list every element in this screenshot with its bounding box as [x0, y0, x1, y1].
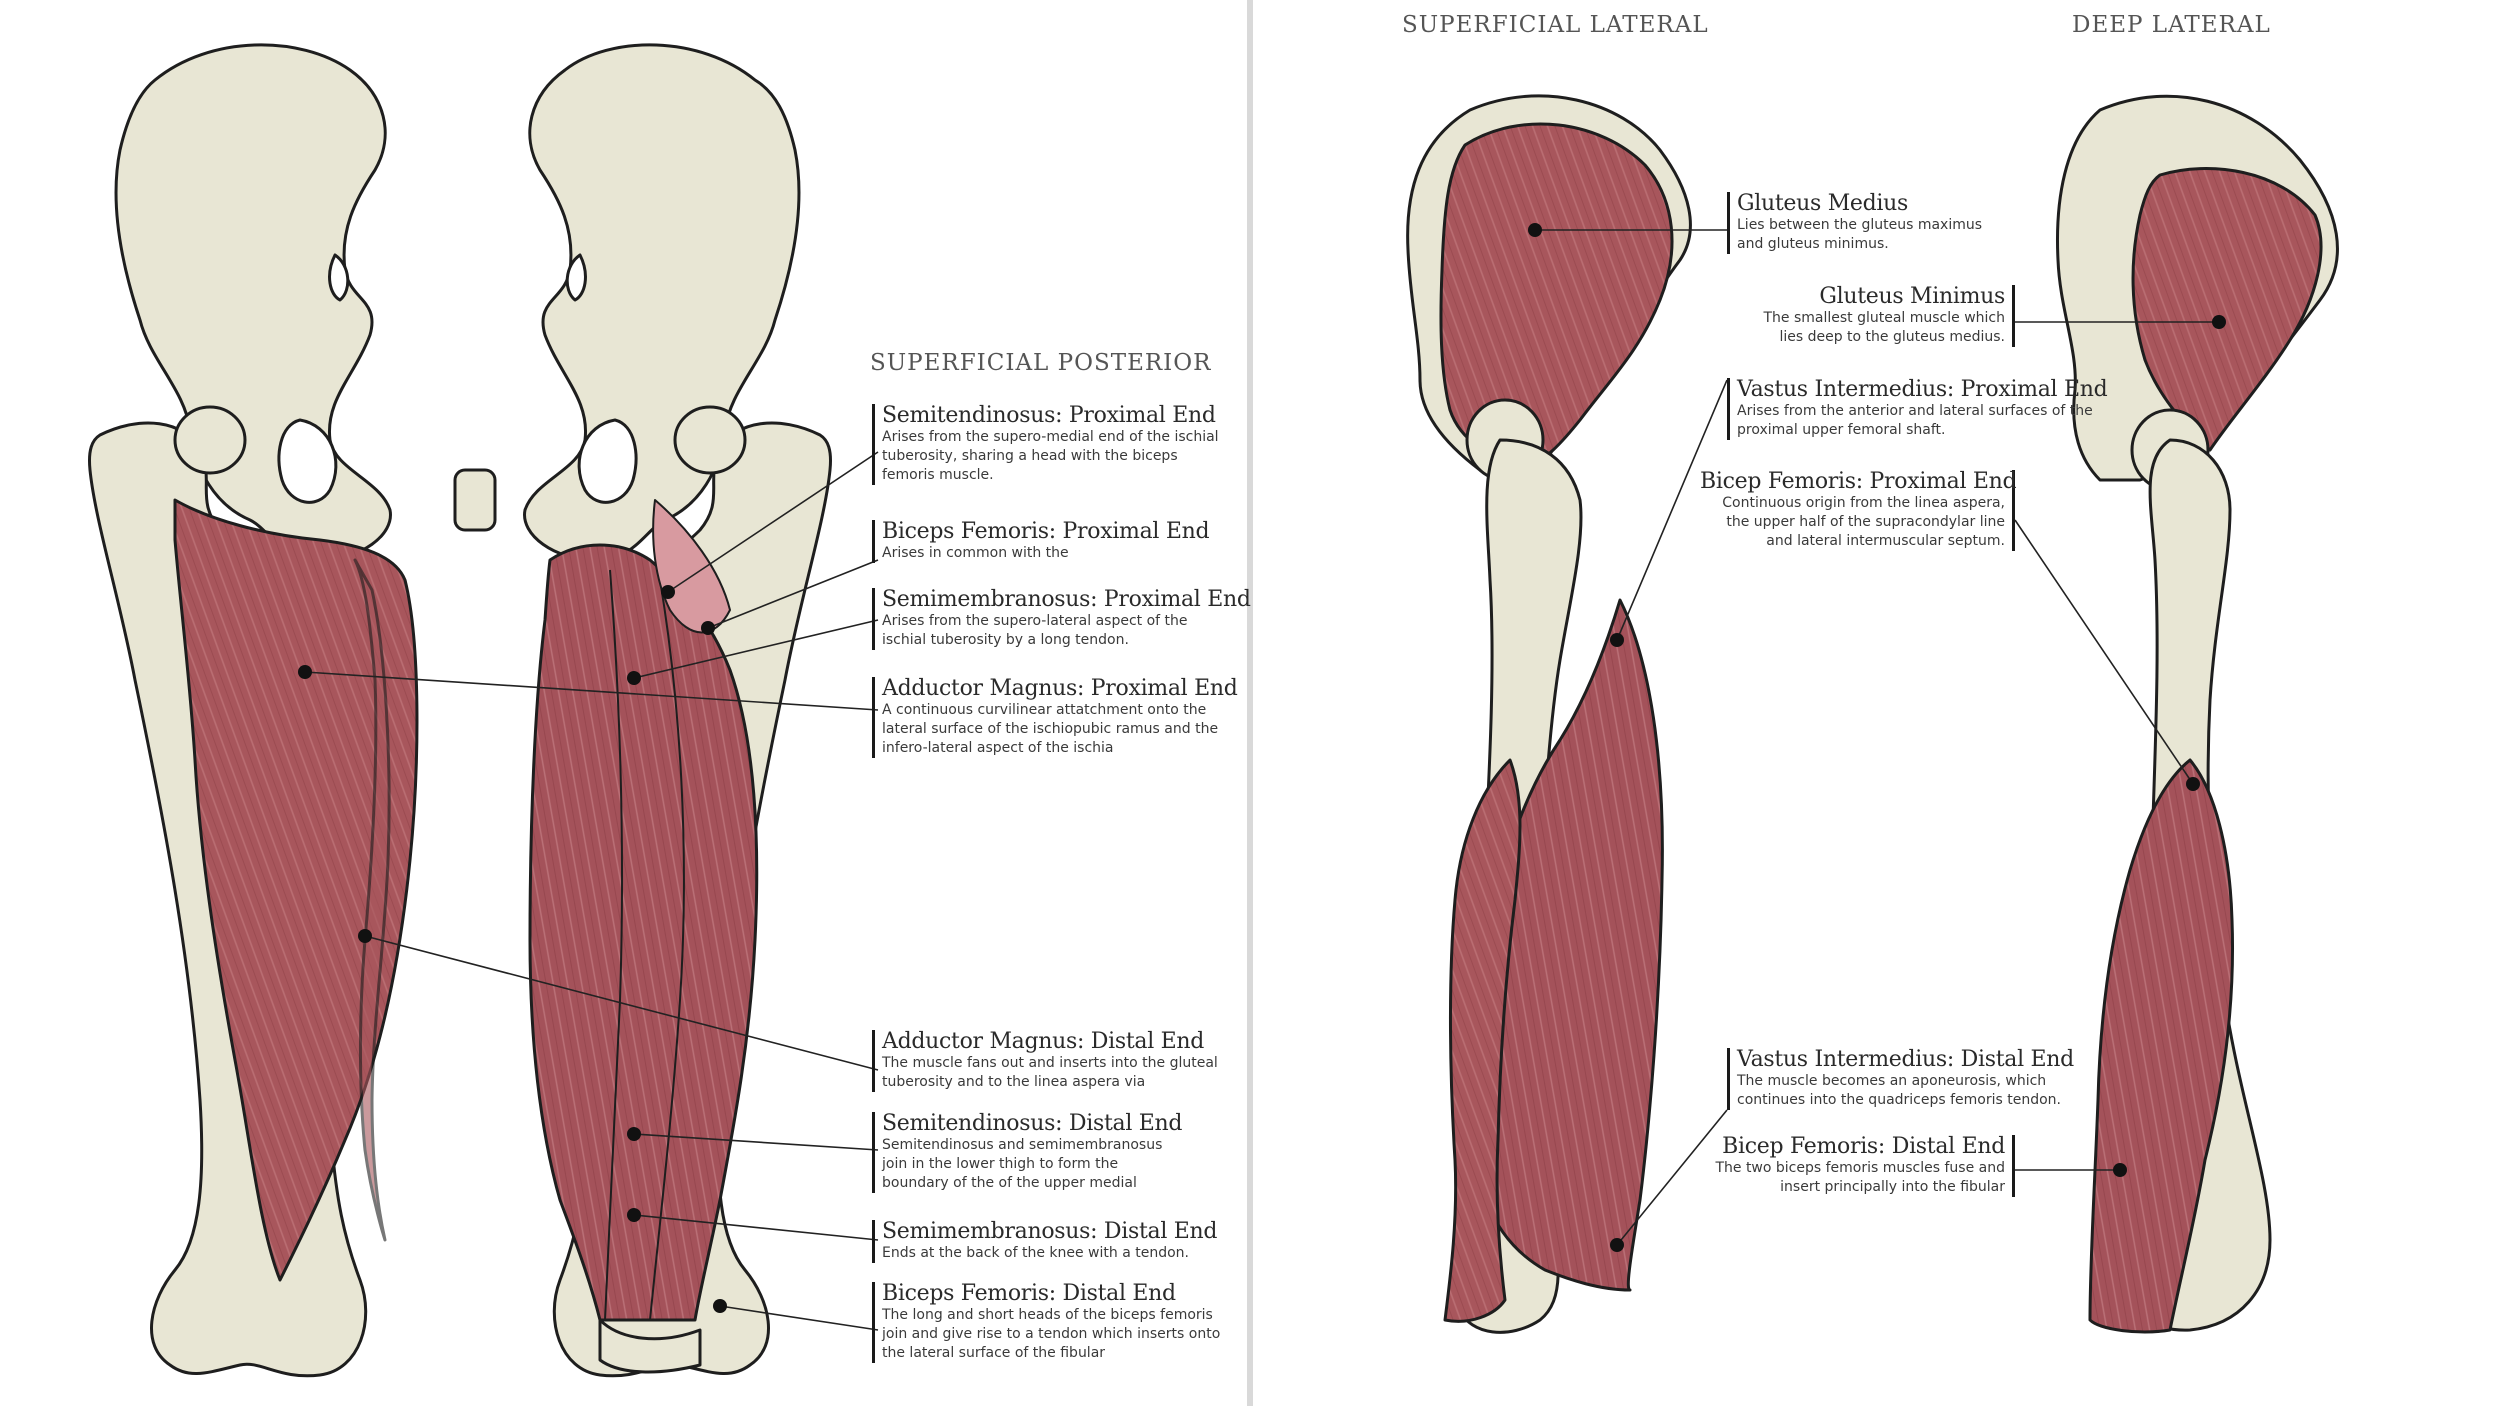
- label-semimembranosus-distal: Semimembranosus: Distal End Ends at the …: [872, 1220, 1242, 1263]
- label-name: Semimembranosus: Proximal End: [882, 588, 1232, 612]
- heading-superficial-lateral: SUPERFICIAL LATERAL: [1402, 12, 1709, 38]
- label-desc: Semitendinosus and semimembranosus join …: [882, 1136, 1182, 1193]
- label-desc: Arises from the supero-lateral aspect of…: [882, 612, 1232, 650]
- label-desc: Lies between the gluteus maximus and glu…: [1737, 216, 1997, 254]
- pubic-symphysis: [455, 470, 495, 530]
- label-biceps-femoris-proximal: Biceps Femoris: Proximal End Arises in c…: [872, 520, 1232, 563]
- label-desc: Continuous origin from the linea aspera,…: [1700, 494, 2005, 551]
- label-name: Vastus Intermedius: Proximal End: [1737, 378, 2117, 402]
- label-desc: The muscle becomes an aponeurosis, which…: [1737, 1072, 2117, 1110]
- label-semitendinosus-distal: Semitendinosus: Distal End Semitendinosu…: [872, 1112, 1182, 1193]
- label-name: Bicep Femoris: Proximal End: [1700, 470, 2005, 494]
- label-semitendinosus-proximal: Semitendinosus: Proximal End Arises from…: [872, 404, 1232, 485]
- heading-superficial-posterior: SUPERFICIAL POSTERIOR: [870, 350, 1211, 376]
- heading-deep-lateral: DEEP LATERAL: [2072, 12, 2271, 38]
- label-desc: Arises from the anterior and lateral sur…: [1737, 402, 2117, 440]
- label-name: Semimembranosus: Distal End: [882, 1220, 1242, 1244]
- label-adductor-magnus-proximal: Adductor Magnus: Proximal End A continuo…: [872, 677, 1232, 758]
- label-adductor-magnus-distal: Adductor Magnus: Distal End The muscle f…: [872, 1030, 1232, 1092]
- label-bicep-femoris-proximal: Bicep Femoris: Proximal End Continuous o…: [1700, 470, 2015, 551]
- posterior-view: [89, 45, 830, 1376]
- superficial-lateral-view: [1408, 96, 1691, 1332]
- label-vastus-intermedius-distal: Vastus Intermedius: Distal End The muscl…: [1727, 1048, 2117, 1110]
- label-name: Semitendinosus: Proximal End: [882, 404, 1232, 428]
- label-desc: The two biceps femoris muscles fuse and …: [1710, 1159, 2005, 1197]
- label-desc: Arises from the supero-medial end of the…: [882, 428, 1232, 485]
- label-desc: Ends at the back of the knee with a tend…: [882, 1244, 1242, 1263]
- label-name: Vastus Intermedius: Distal End: [1737, 1048, 2117, 1072]
- label-name: Biceps Femoris: Distal End: [882, 1282, 1232, 1306]
- label-name: Adductor Magnus: Proximal End: [882, 677, 1232, 701]
- label-desc: A continuous curvilinear attatchment ont…: [882, 701, 1232, 758]
- page-divider: [1247, 0, 1253, 1406]
- label-name: Gluteus Minimus: [1745, 285, 2005, 309]
- label-name: Bicep Femoris: Distal End: [1710, 1135, 2005, 1159]
- label-desc: The long and short heads of the biceps f…: [882, 1306, 1232, 1363]
- label-vastus-intermedius-proximal: Vastus Intermedius: Proximal End Arises …: [1727, 378, 2117, 440]
- label-name: Semitendinosus: Distal End: [882, 1112, 1182, 1136]
- label-name: Biceps Femoris: Proximal End: [882, 520, 1232, 544]
- label-biceps-femoris-distal: Biceps Femoris: Distal End The long and …: [872, 1282, 1232, 1363]
- label-desc: The muscle fans out and inserts into the…: [882, 1054, 1232, 1092]
- label-name: Gluteus Medius: [1737, 192, 1997, 216]
- right-femoral-head: [675, 407, 745, 473]
- label-gluteus-minimus: Gluteus Minimus The smallest gluteal mus…: [1745, 285, 2015, 347]
- left-femoral-head: [175, 407, 245, 473]
- label-gluteus-medius: Gluteus Medius Lies between the gluteus …: [1727, 192, 1997, 254]
- label-desc: The smallest gluteal muscle which lies d…: [1745, 309, 2005, 347]
- label-name: Adductor Magnus: Distal End: [882, 1030, 1232, 1054]
- label-bicep-femoris-distal: Bicep Femoris: Distal End The two biceps…: [1710, 1135, 2015, 1197]
- label-desc: Arises in common with the: [882, 544, 1232, 563]
- label-semimembranosus-proximal: Semimembranosus: Proximal End Arises fro…: [872, 588, 1232, 650]
- deep-lateral-view: [2057, 96, 2337, 1332]
